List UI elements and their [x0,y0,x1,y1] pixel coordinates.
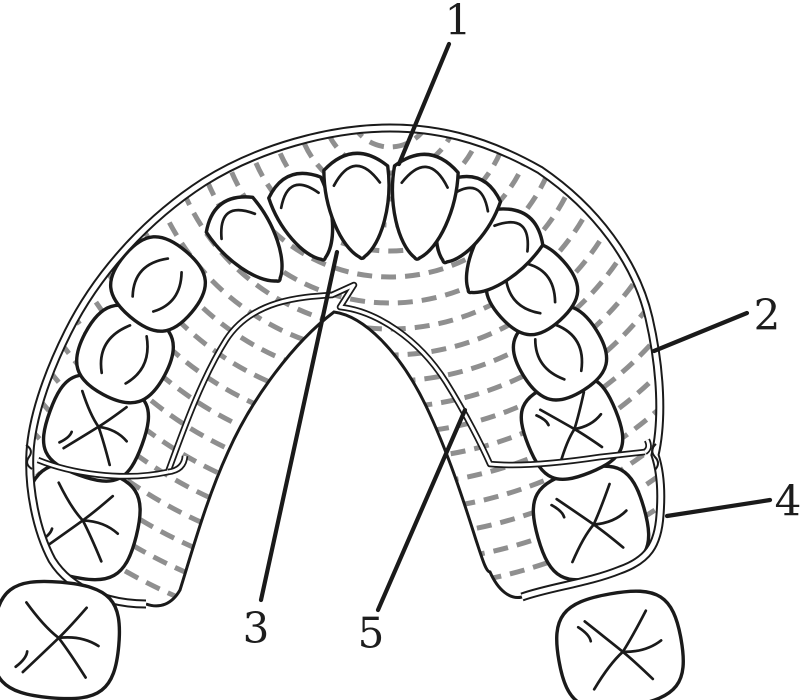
callout-4: 4 [664,477,800,526]
rim-notch-right [651,443,659,471]
callout-5: 5 [358,407,468,658]
posterior-molars [0,579,685,700]
tooth [555,589,685,700]
tooth [390,152,460,261]
tooth [204,195,284,283]
callout-2-leader [651,310,750,354]
palatal-wire [36,281,652,480]
teeth-row [29,151,651,582]
callout-2: 2 [651,291,781,354]
callout-4-label: 4 [775,477,800,526]
callout-1-leader [396,41,452,167]
tooth [108,235,208,333]
callout-5-label: 5 [358,609,385,658]
tooth [0,579,122,700]
callout-3-leader [258,249,340,603]
tooth [267,171,335,262]
tooth [519,374,625,482]
tooth [322,151,391,261]
callout-1: 1 [396,0,472,167]
callout-3: 3 [243,249,340,653]
callout-1-label: 1 [445,0,472,45]
callout-3-label: 3 [243,604,270,653]
callout-4-leader [664,497,773,519]
tooth [531,464,651,582]
palate-inner-edge [145,310,523,608]
rim-notch-left [25,444,33,470]
callout-5-leader [375,407,468,613]
callout-2-label: 2 [754,291,781,340]
